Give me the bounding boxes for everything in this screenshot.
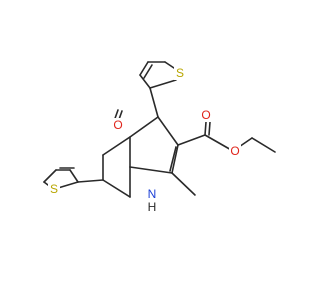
bond-line [139,74,151,89]
atom-label-o: O [230,144,239,158]
bond-line [157,116,179,146]
atom-label-o: O [201,108,210,122]
atom-carbonyl-oxygen: O [112,118,124,132]
bond-line [204,134,234,152]
bond-line [149,79,177,89]
double-bond-line [169,146,177,172]
atom-label-s: S [176,66,184,80]
double-bond-line [208,121,211,136]
atom-ester-oxygen-single: O [229,144,241,158]
bond-line [177,134,206,146]
atom-label-s: S [50,182,58,196]
bond-line [57,181,79,189]
atom-nitrogen-hydrogen: H [146,200,158,214]
bond-lines [43,61,276,198]
atom-thiophene-top-sulfur: S [174,66,186,80]
bond-line [129,166,173,174]
bond-line [77,179,104,183]
bond-line [139,61,149,76]
bond-line [69,169,79,183]
atom-nitrogen: N [146,187,158,201]
bond-line [102,136,131,156]
bond-line [129,116,159,138]
atom-label-h: H [148,200,157,214]
bond-line [251,137,276,153]
atom-labels: O O O N H S S [48,66,241,214]
atom-ester-oxygen-double: O [200,108,212,122]
molecule-structure: O O O N H S S [43,61,276,214]
atom-label-n: N [148,187,157,201]
double-bond-line [143,64,153,79]
bond-line [171,144,179,174]
atom-thiophene-left-sulfur: S [48,182,60,196]
bond-line [171,172,196,196]
atom-label-o: O [113,118,122,132]
bond-line [43,169,57,183]
bond-line [149,87,159,118]
bond-line [102,179,131,198]
double-bond-line [204,121,207,136]
